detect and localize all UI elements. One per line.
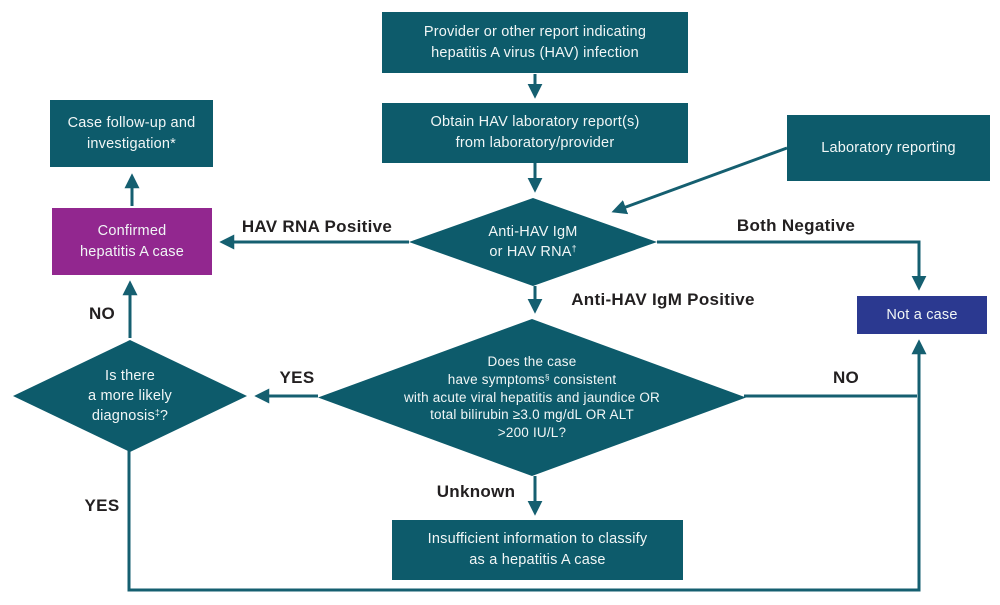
edge-label-no-left: NO (88, 304, 116, 323)
node-case-followup-line1: Case follow-up and (67, 114, 196, 131)
node-provider-report: Provider or other report indicating hepa… (382, 12, 688, 73)
node-case-followup-line2: investigation* (86, 135, 177, 152)
arrow-diagnosis-yes-to-not-a-case (127, 339, 927, 592)
node-confirmed-case-line1: Confirmed (97, 222, 167, 239)
decision-igm-line2: or HAV RNA† (489, 243, 577, 260)
arrow-lab-reporting-to-igm-diamond (611, 146, 788, 215)
decision-diagnosis-line2: a more likely (88, 388, 172, 404)
section-superscript: § (544, 371, 550, 382)
decision-symptoms-line2: have symptoms§ consistent (447, 371, 617, 387)
decision-igm-line1: Anti-HAV IgM (488, 224, 578, 240)
node-provider-report-line1: Provider or other report indicating (423, 23, 647, 40)
decision-diagnosis-line3: diagnosis‡? (91, 407, 169, 424)
dagger-superscript: † (571, 243, 577, 254)
edge-label-anti-hav-igm-positive: Anti-HAV IgM Positive (571, 290, 755, 309)
node-not-a-case-label: Not a case (886, 306, 958, 323)
decision-symptoms-line1: Does the case (487, 353, 577, 369)
node-insufficient-info-line1: Insufficient information to classify (427, 531, 648, 548)
edge-label-hav-rna-positive: HAV RNA Positive (241, 217, 393, 236)
node-obtain-lab-report: Obtain HAV laboratory report(s) from lab… (382, 103, 688, 163)
edge-label-yes-mid: YES (279, 368, 315, 387)
edge-label-no-right: NO (832, 368, 860, 387)
arrow-igm-diamond-to-not-a-case (657, 240, 927, 291)
node-obtain-lab-line1: Obtain HAV laboratory report(s) (430, 114, 640, 131)
node-case-followup: Case follow-up and investigation* (50, 100, 213, 167)
node-laboratory-reporting: Laboratory reporting (787, 115, 990, 181)
double-dagger-superscript: ‡ (154, 407, 160, 418)
decision-symptoms-line4: total bilirubin ≥3.0 mg/dL OR ALT (430, 407, 634, 423)
edge-label-both-negative: Both Negative (736, 216, 856, 235)
node-confirmed-case-line2: hepatitis A case (80, 243, 184, 260)
node-not-a-case: Not a case (857, 296, 987, 334)
decision-symptoms-line5: >200 IU/L? (497, 425, 567, 441)
node-laboratory-reporting-label: Laboratory reporting (821, 139, 956, 156)
node-insufficient-info-line2: as a hepatitis A case (469, 552, 606, 568)
node-confirmed-case: Confirmed hepatitis A case (52, 208, 212, 275)
node-obtain-lab-line2: from laboratory/provider (455, 135, 615, 151)
node-insufficient-info: Insufficient information to classify as … (392, 520, 683, 580)
edge-label-yes-bottom: YES (84, 496, 120, 515)
decision-diagnosis-line1: Is there (105, 368, 155, 384)
edge-label-unknown: Unknown (436, 482, 516, 501)
decision-symptoms-line3: with acute viral hepatitis and jaundice … (403, 389, 661, 405)
node-provider-report-line2: hepatitis A virus (HAV) infection (431, 44, 639, 61)
